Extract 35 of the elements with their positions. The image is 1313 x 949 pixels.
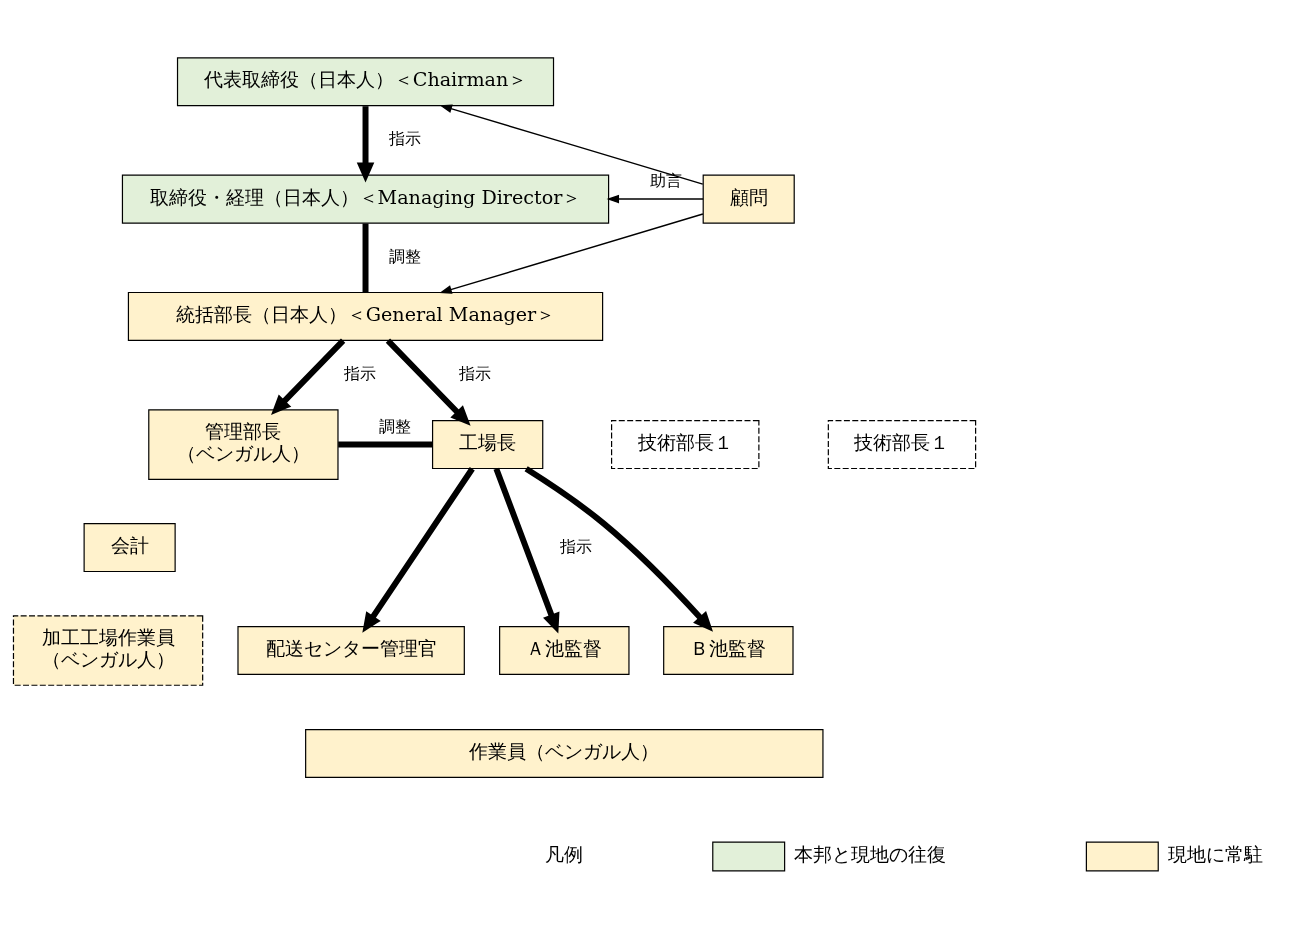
arrow [362, 467, 475, 633]
node-box: 技術部長１ [611, 420, 760, 470]
arrow [356, 106, 375, 183]
connector [362, 223, 369, 293]
legend-label: 現地に常駐 [1167, 843, 1263, 867]
node-box: 統括部長（日本人）＜General Manager＞ [127, 291, 604, 341]
node-box: 工場長 [431, 420, 544, 470]
edge-label: 指示 [458, 365, 491, 384]
edge-label: 指示 [559, 537, 592, 556]
arrow [439, 213, 704, 294]
label: 凡例 [545, 843, 584, 867]
arrow [524, 466, 714, 632]
node-box: 会計 [83, 523, 176, 573]
edge-label: 指示 [343, 365, 376, 384]
arrow [493, 467, 560, 634]
node-box: 代表取締役（日本人）＜Chairman＞ [176, 57, 555, 107]
edge-label: 調整 [379, 417, 412, 436]
arrow [606, 194, 704, 204]
node-box: 配送センター管理官 [237, 626, 465, 676]
connector [338, 441, 433, 448]
node-box: 作業員（ベンガル人） [305, 728, 824, 779]
node-box: 顧問 [702, 174, 795, 224]
node-box: 取締役・経理（日本人）＜Managing Director＞ [121, 174, 610, 224]
node-box: 加工工場作業員 （ベンガル人） [12, 615, 204, 686]
node-box: Ａ池監督 [499, 626, 630, 676]
edge-label: 指示 [389, 130, 422, 149]
edge-label: 調整 [389, 247, 422, 266]
arrow [271, 338, 346, 415]
edge-label: 助言 [649, 172, 682, 191]
node-box: Ｂ池監督 [663, 626, 794, 676]
node-box: 管理部長 （ベンガル人） [148, 409, 339, 480]
arrow [439, 104, 704, 185]
legend-label: 本邦と現地の往復 [794, 843, 947, 867]
node-box: 技術部長１ [827, 420, 977, 470]
arrow [385, 338, 471, 426]
